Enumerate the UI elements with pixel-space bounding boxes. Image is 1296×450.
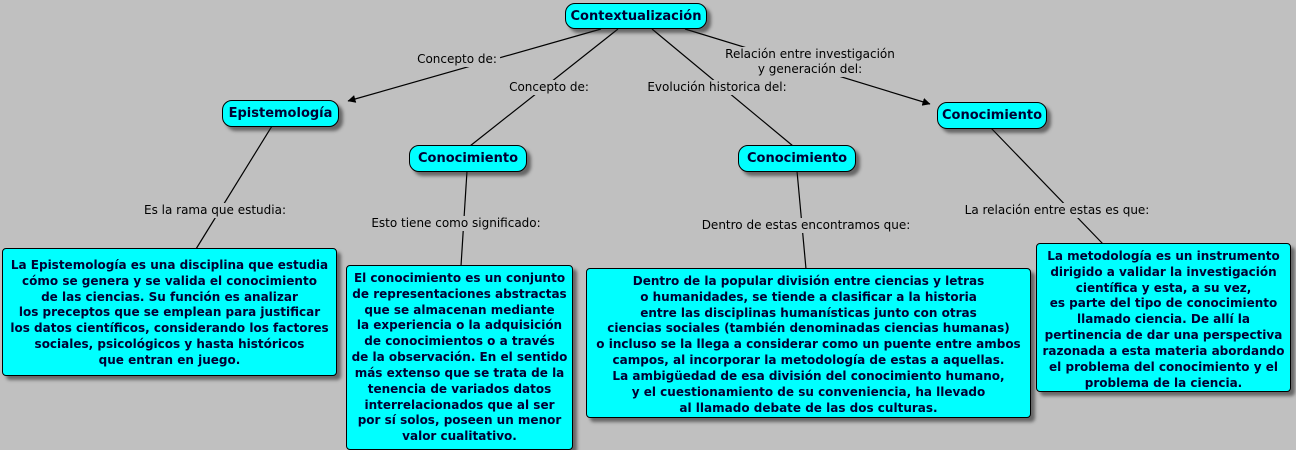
link-label-dentro-de-estas[interactable]: Dentro de estas encontramos que: (698, 218, 914, 233)
desc-metodologia[interactable]: La metodología es un instrumento dirigid… (1036, 243, 1291, 392)
node-epistemologia[interactable]: Epistemología (222, 100, 339, 127)
link-label-evolucion-historica[interactable]: Evolución historica del: (644, 80, 790, 95)
node-conocimiento-concepto[interactable]: Conocimiento (409, 145, 527, 172)
link-label-relacion-entre-estas[interactable]: La relación entre estas es que: (961, 203, 1153, 218)
link-label-concepto-de-1[interactable]: Concepto de: (414, 52, 500, 67)
desc-conocimiento-significado[interactable]: El conocimiento es un conjunto de repres… (346, 265, 573, 450)
connector-relacion-desc (990, 127, 1104, 245)
desc-epistemologia[interactable]: La Epistemología es una disciplina que e… (2, 248, 337, 376)
link-label-significado[interactable]: Esto tiene como significado: (368, 216, 544, 231)
node-contextualizacion[interactable]: Contextualización (565, 3, 707, 29)
link-label-relacion-investigacion[interactable]: Relación entre investigación y generació… (722, 47, 898, 77)
node-conocimiento-evolucion[interactable]: Conocimiento (738, 145, 856, 172)
node-conocimiento-relacion[interactable]: Conocimiento (937, 102, 1047, 129)
link-label-concepto-de-2[interactable]: Concepto de: (506, 80, 592, 95)
connector-epistemologia-desc (195, 125, 273, 250)
link-label-rama-que-estudia[interactable]: Es la rama que estudia: (140, 203, 290, 218)
desc-division-ciencias[interactable]: Dentro de la popular división entre cien… (586, 268, 1031, 418)
